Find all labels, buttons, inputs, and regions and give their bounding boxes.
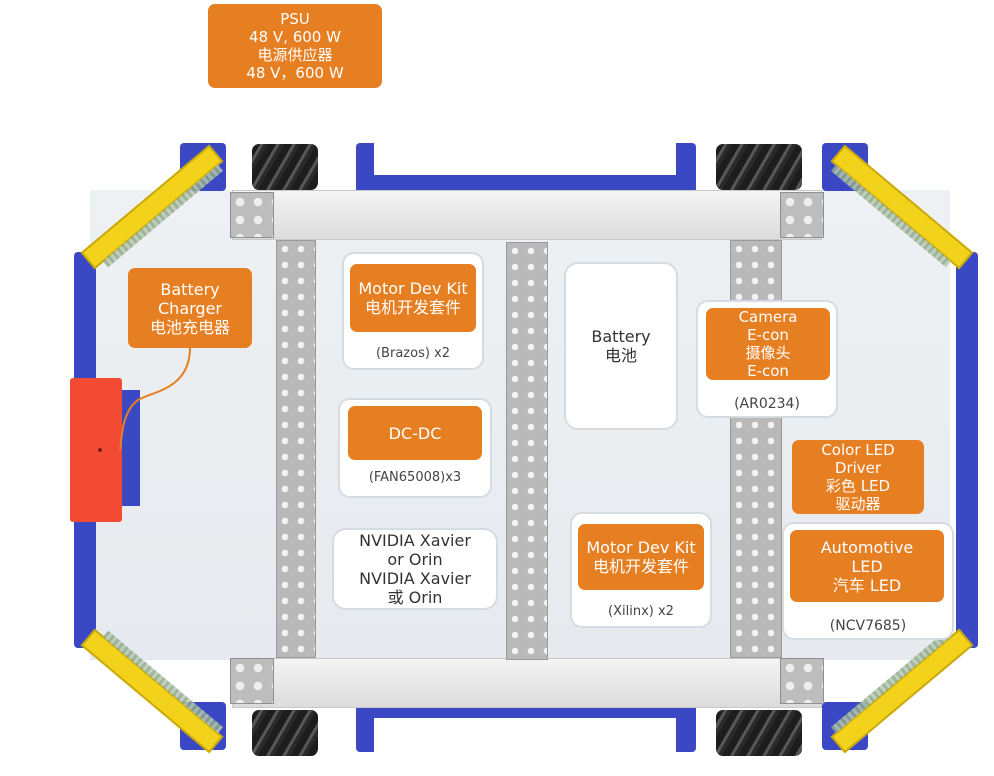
motor-dev-kit-xilinx-note: (Xilinx) x2 [608, 604, 674, 619]
automotive-led-label: Automotive LED 汽车 LED [790, 530, 944, 602]
battery-charger-line-3: 电池充电器 [149, 317, 230, 337]
corner-plate-bl [230, 658, 274, 704]
left-rail-plate [276, 240, 316, 658]
corner-plate-br [780, 658, 824, 704]
color-led-driver-line-1: Color LED [821, 441, 895, 459]
battery-line-2: 电池 [604, 346, 637, 365]
battery-box: Battery 电池 [564, 262, 678, 430]
nvidia-line-2: or Orin [387, 550, 443, 569]
battery-dock [70, 378, 122, 522]
camera-label: Camera E-con 摄像头 E-con [706, 308, 830, 380]
bottom-bumper-inner [374, 718, 676, 752]
wheel-front-right [716, 144, 802, 190]
corner-plate-tr [780, 192, 824, 238]
battery-charger-line-1: Battery [160, 279, 220, 299]
psu-label: PSU 48 V, 600 W 电源供应器 48 V，600 W [208, 4, 382, 88]
automotive-led-line-1: Automotive [820, 537, 914, 557]
motor-dev-kit-brazos-label: Motor Dev Kit 电机开发套件 [350, 264, 476, 332]
psu-line-4: 48 V，600 W [246, 64, 344, 82]
automotive-led-note: (NCV7685) [829, 618, 907, 634]
dc-dc-note: (FAN65008)x3 [368, 470, 462, 485]
psu-line-2: 48 V, 600 W [249, 28, 341, 46]
center-rail-plate [506, 242, 548, 660]
wheel-rear-left [252, 710, 318, 756]
motor-dev-kit-brazos-line-2: 电机开发套件 [364, 298, 461, 317]
wheel-rear-right [716, 710, 802, 756]
corner-plate-tl [230, 192, 274, 238]
dc-dc-text: DC-DC [388, 423, 442, 443]
camera-line-1: Camera [738, 308, 798, 326]
psu-line-1: PSU [280, 10, 310, 28]
motor-dev-kit-brazos-note: (Brazos) x2 [375, 346, 451, 361]
dc-dc-label: DC-DC [348, 406, 482, 460]
color-led-driver-label: Color LED Driver 彩色 LED 驱动器 [792, 440, 924, 514]
camera-line-2: E-con [747, 326, 789, 344]
camera-line-4: E-con [747, 362, 789, 380]
automotive-led-line-3: 汽车 LED [832, 575, 902, 595]
camera-note: (AR0234) [734, 396, 800, 412]
motor-dev-kit-xilinx-line-2: 电机开发套件 [592, 557, 689, 576]
motor-dev-kit-brazos-line-1: Motor Dev Kit [358, 279, 468, 298]
top-beam [232, 190, 822, 240]
nvidia-line-1: NVIDIA Xavier [359, 531, 471, 550]
top-bumper-inner [374, 143, 676, 175]
psu-line-3: 电源供应器 [257, 46, 333, 64]
nvidia-module-box: NVIDIA Xavier or Orin NVIDIA Xavier 或 Or… [332, 528, 498, 610]
color-led-driver-line-4: 驱动器 [835, 495, 881, 513]
motor-dev-kit-xilinx-label: Motor Dev Kit 电机开发套件 [578, 524, 704, 590]
battery-charger-line-2: Charger [158, 298, 222, 318]
nvidia-line-4: 或 Orin [387, 588, 443, 607]
right-bumper [956, 252, 978, 648]
battery-charger-label: Battery Charger 电池充电器 [128, 268, 252, 348]
nvidia-line-3: NVIDIA Xavier [359, 569, 471, 588]
camera-line-3: 摄像头 [745, 344, 791, 362]
color-led-driver-line-3: 彩色 LED [825, 477, 891, 495]
motor-dev-kit-xilinx-line-1: Motor Dev Kit [586, 538, 696, 557]
bottom-beam [232, 658, 822, 708]
color-led-driver-line-2: Driver [834, 459, 882, 477]
automotive-led-line-2: LED [851, 556, 883, 576]
wheel-front-left [252, 144, 318, 190]
battery-line-1: Battery [591, 327, 651, 346]
